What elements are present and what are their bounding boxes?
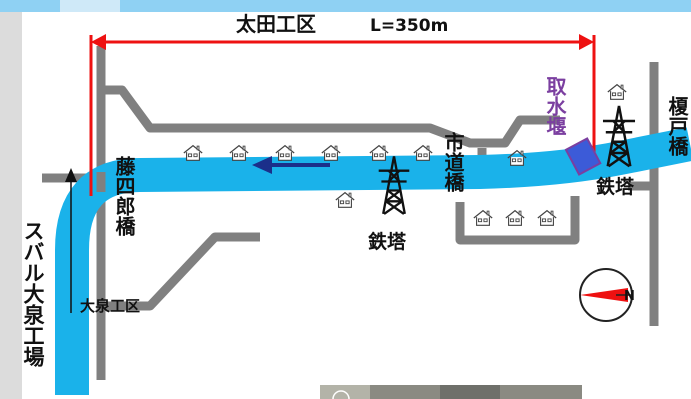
road-north-bank (101, 85, 560, 148)
fujishiro-bridge-label: 藤四郎橋 (112, 156, 136, 236)
intake-weir-icon (564, 137, 602, 176)
top-banner (0, 0, 691, 12)
house-icon (183, 144, 203, 162)
tower-label-right: 鉄塔 (596, 175, 635, 198)
road-south-bank (101, 232, 260, 311)
city-road-bridge-label: 市道橋 (441, 132, 465, 192)
flow-arrow-icon (252, 156, 330, 174)
banner-box (60, 0, 120, 12)
house-icon (537, 209, 557, 227)
compass-icon: N (579, 268, 635, 322)
house-icon (229, 144, 249, 162)
house-icon (321, 144, 341, 162)
house-icon (413, 144, 433, 162)
house-icon (505, 209, 525, 227)
subaru-factory-label: スバル大泉工場 (21, 220, 45, 367)
intake-weir-label: 取水堰 (543, 76, 567, 136)
enoki-bridge-label: 榎戸橋 (665, 96, 689, 156)
house-icon (473, 209, 493, 227)
section-dimension (89, 34, 596, 196)
house-icon (607, 83, 627, 101)
tower-label-center: 鉄塔 (368, 230, 407, 253)
compass-direction-letter: N (624, 289, 635, 304)
section-length: L=350m (370, 16, 448, 36)
oizumi-section-label: 大泉工区 (80, 297, 140, 315)
section-title: 太田工区 (236, 12, 316, 36)
house-icon (369, 144, 389, 162)
house-icon (335, 191, 355, 209)
house-icon (275, 144, 295, 162)
house-icon (507, 149, 527, 167)
left-margin-strip (0, 12, 22, 399)
road-network (42, 46, 659, 380)
aerial-photo-thumbnail (320, 385, 582, 399)
road-south-loop (455, 196, 580, 245)
oizumi-boundary-marker (65, 168, 77, 313)
